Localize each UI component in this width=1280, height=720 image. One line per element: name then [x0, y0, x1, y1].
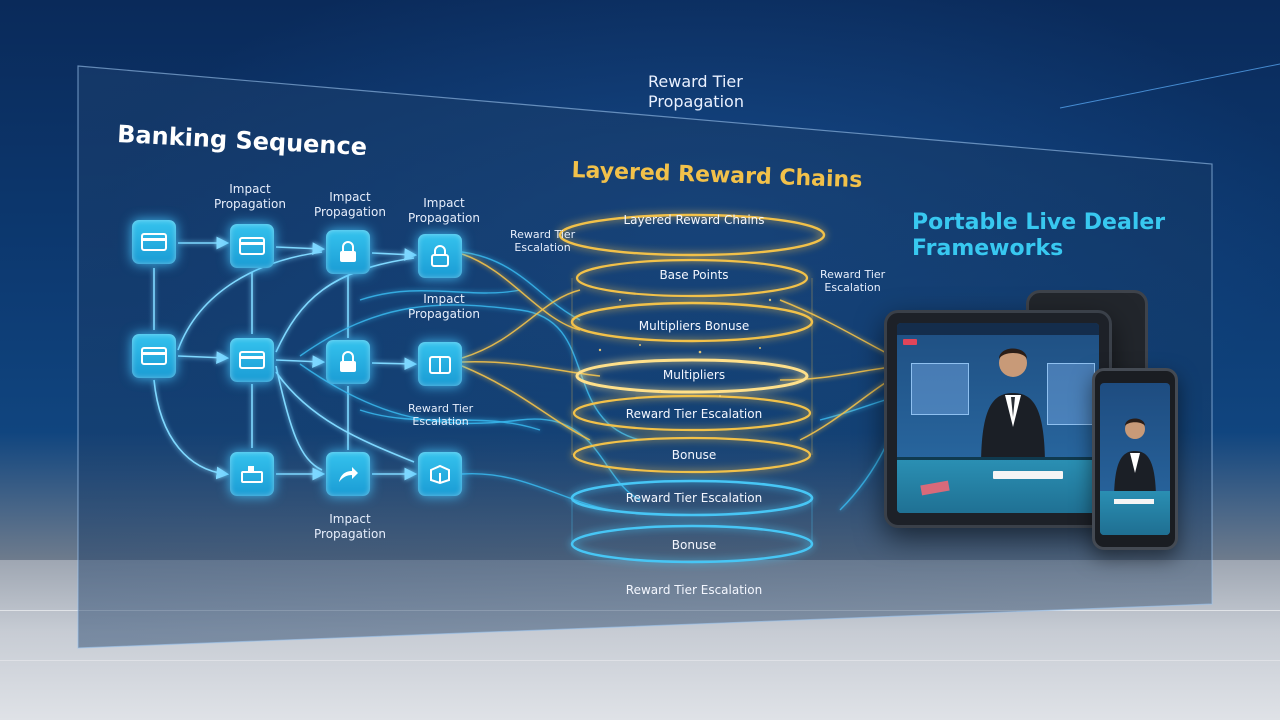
portable-live-dealer-title: Portable Live Dealer Frameworks — [912, 210, 1165, 262]
card-node — [132, 220, 176, 264]
portable-line-2: Frameworks — [912, 236, 1165, 262]
phone-device — [1092, 368, 1178, 550]
terminal-node — [230, 452, 274, 496]
tablet-device — [884, 310, 1112, 528]
card-node — [132, 334, 176, 378]
share-node — [326, 452, 370, 496]
credit-card-icon — [141, 347, 167, 365]
padlock-icon — [338, 351, 358, 373]
tablet-top-bar — [897, 323, 1099, 335]
portable-line-1: Portable Live Dealer — [912, 210, 1165, 236]
card-node — [230, 224, 274, 268]
phone-table — [1100, 491, 1170, 535]
card-node — [230, 338, 274, 382]
tablet-side-panel — [1047, 363, 1095, 425]
box-node — [418, 342, 462, 386]
ring-label: Layered Reward Chains — [623, 213, 764, 227]
ring-label: Reward Tier Escalation — [626, 491, 762, 505]
dealer-avatar — [1110, 411, 1160, 501]
lock-node — [418, 234, 462, 278]
credit-card-icon — [239, 237, 265, 255]
ring-label: Multipliers Bonuse — [639, 319, 749, 333]
ring-label: Bonuse — [672, 448, 716, 462]
box-node — [418, 452, 462, 496]
phone-screen — [1100, 383, 1170, 535]
share-arrow-icon — [337, 464, 359, 484]
ring-label: Multipliers — [663, 368, 725, 382]
rtp-line-2: Propagation — [648, 92, 744, 112]
padlock-icon — [338, 241, 358, 263]
credit-card-icon — [141, 233, 167, 251]
reward-tier-propagation-title: Reward Tier Propagation — [648, 72, 744, 112]
cards-row — [1114, 499, 1154, 504]
padlock-icon — [430, 245, 450, 267]
dealer-avatar — [973, 337, 1053, 467]
box-icon — [429, 464, 451, 484]
tablet-badge — [903, 339, 917, 345]
credit-card-icon — [239, 351, 265, 369]
cards-row — [993, 471, 1063, 479]
box-icon — [429, 354, 451, 374]
rtp-line-1: Reward Tier — [648, 72, 744, 92]
payment-terminal-icon — [240, 464, 264, 484]
ring-label: Reward Tier Escalation — [626, 407, 762, 421]
ring-label: Base Points — [659, 268, 728, 282]
tablet-screen — [897, 323, 1099, 513]
lock-node — [326, 340, 370, 384]
lock-node — [326, 230, 370, 274]
ring-label: Reward Tier Escalation — [626, 583, 762, 597]
ring-label: Bonuse — [672, 538, 716, 552]
tablet-side-panel — [911, 363, 969, 415]
